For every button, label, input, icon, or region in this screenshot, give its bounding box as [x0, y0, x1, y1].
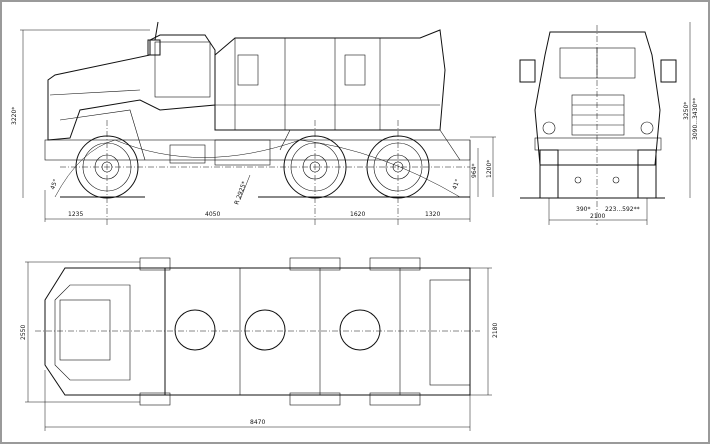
dim-front-overhang: 1235 — [68, 211, 83, 218]
dim-rear-height-2: 1200* — [486, 160, 493, 178]
side-view: 3220* 1235 4050 1620 1320 45° 41° R 2925… — [11, 21, 496, 225]
dim-overall-width: 2550 — [20, 325, 27, 340]
dim-track-width: 2100 — [590, 213, 605, 220]
dim-wheelbase-1: 4050 — [205, 211, 220, 218]
dim-body-width: 2180 — [492, 323, 499, 338]
dim-approach-angle: 45° — [49, 178, 59, 190]
dim-ground-clearance: 390* — [576, 206, 590, 213]
dim-rear-overhang: 1320 — [425, 211, 440, 218]
dim-clearance-range: 223...592** — [605, 206, 640, 213]
top-view: 2550 2180 8470 — [20, 257, 499, 431]
dim-front-height: 3250* — [683, 102, 690, 120]
dim-height-range: 3090...3430** — [692, 98, 699, 140]
front-view: 2100 390* 223...592** 3250* 3090...3430*… — [519, 22, 699, 225]
dim-overall-height: 3220* — [11, 107, 18, 125]
dim-ramp-radius: R 2925* — [233, 180, 248, 205]
dim-departure-angle: 41° — [451, 178, 461, 190]
dim-wheelbase-2: 1620 — [350, 211, 365, 218]
dim-rear-height-1: 964* — [471, 164, 478, 178]
dim-overall-length: 8470 — [250, 419, 265, 426]
